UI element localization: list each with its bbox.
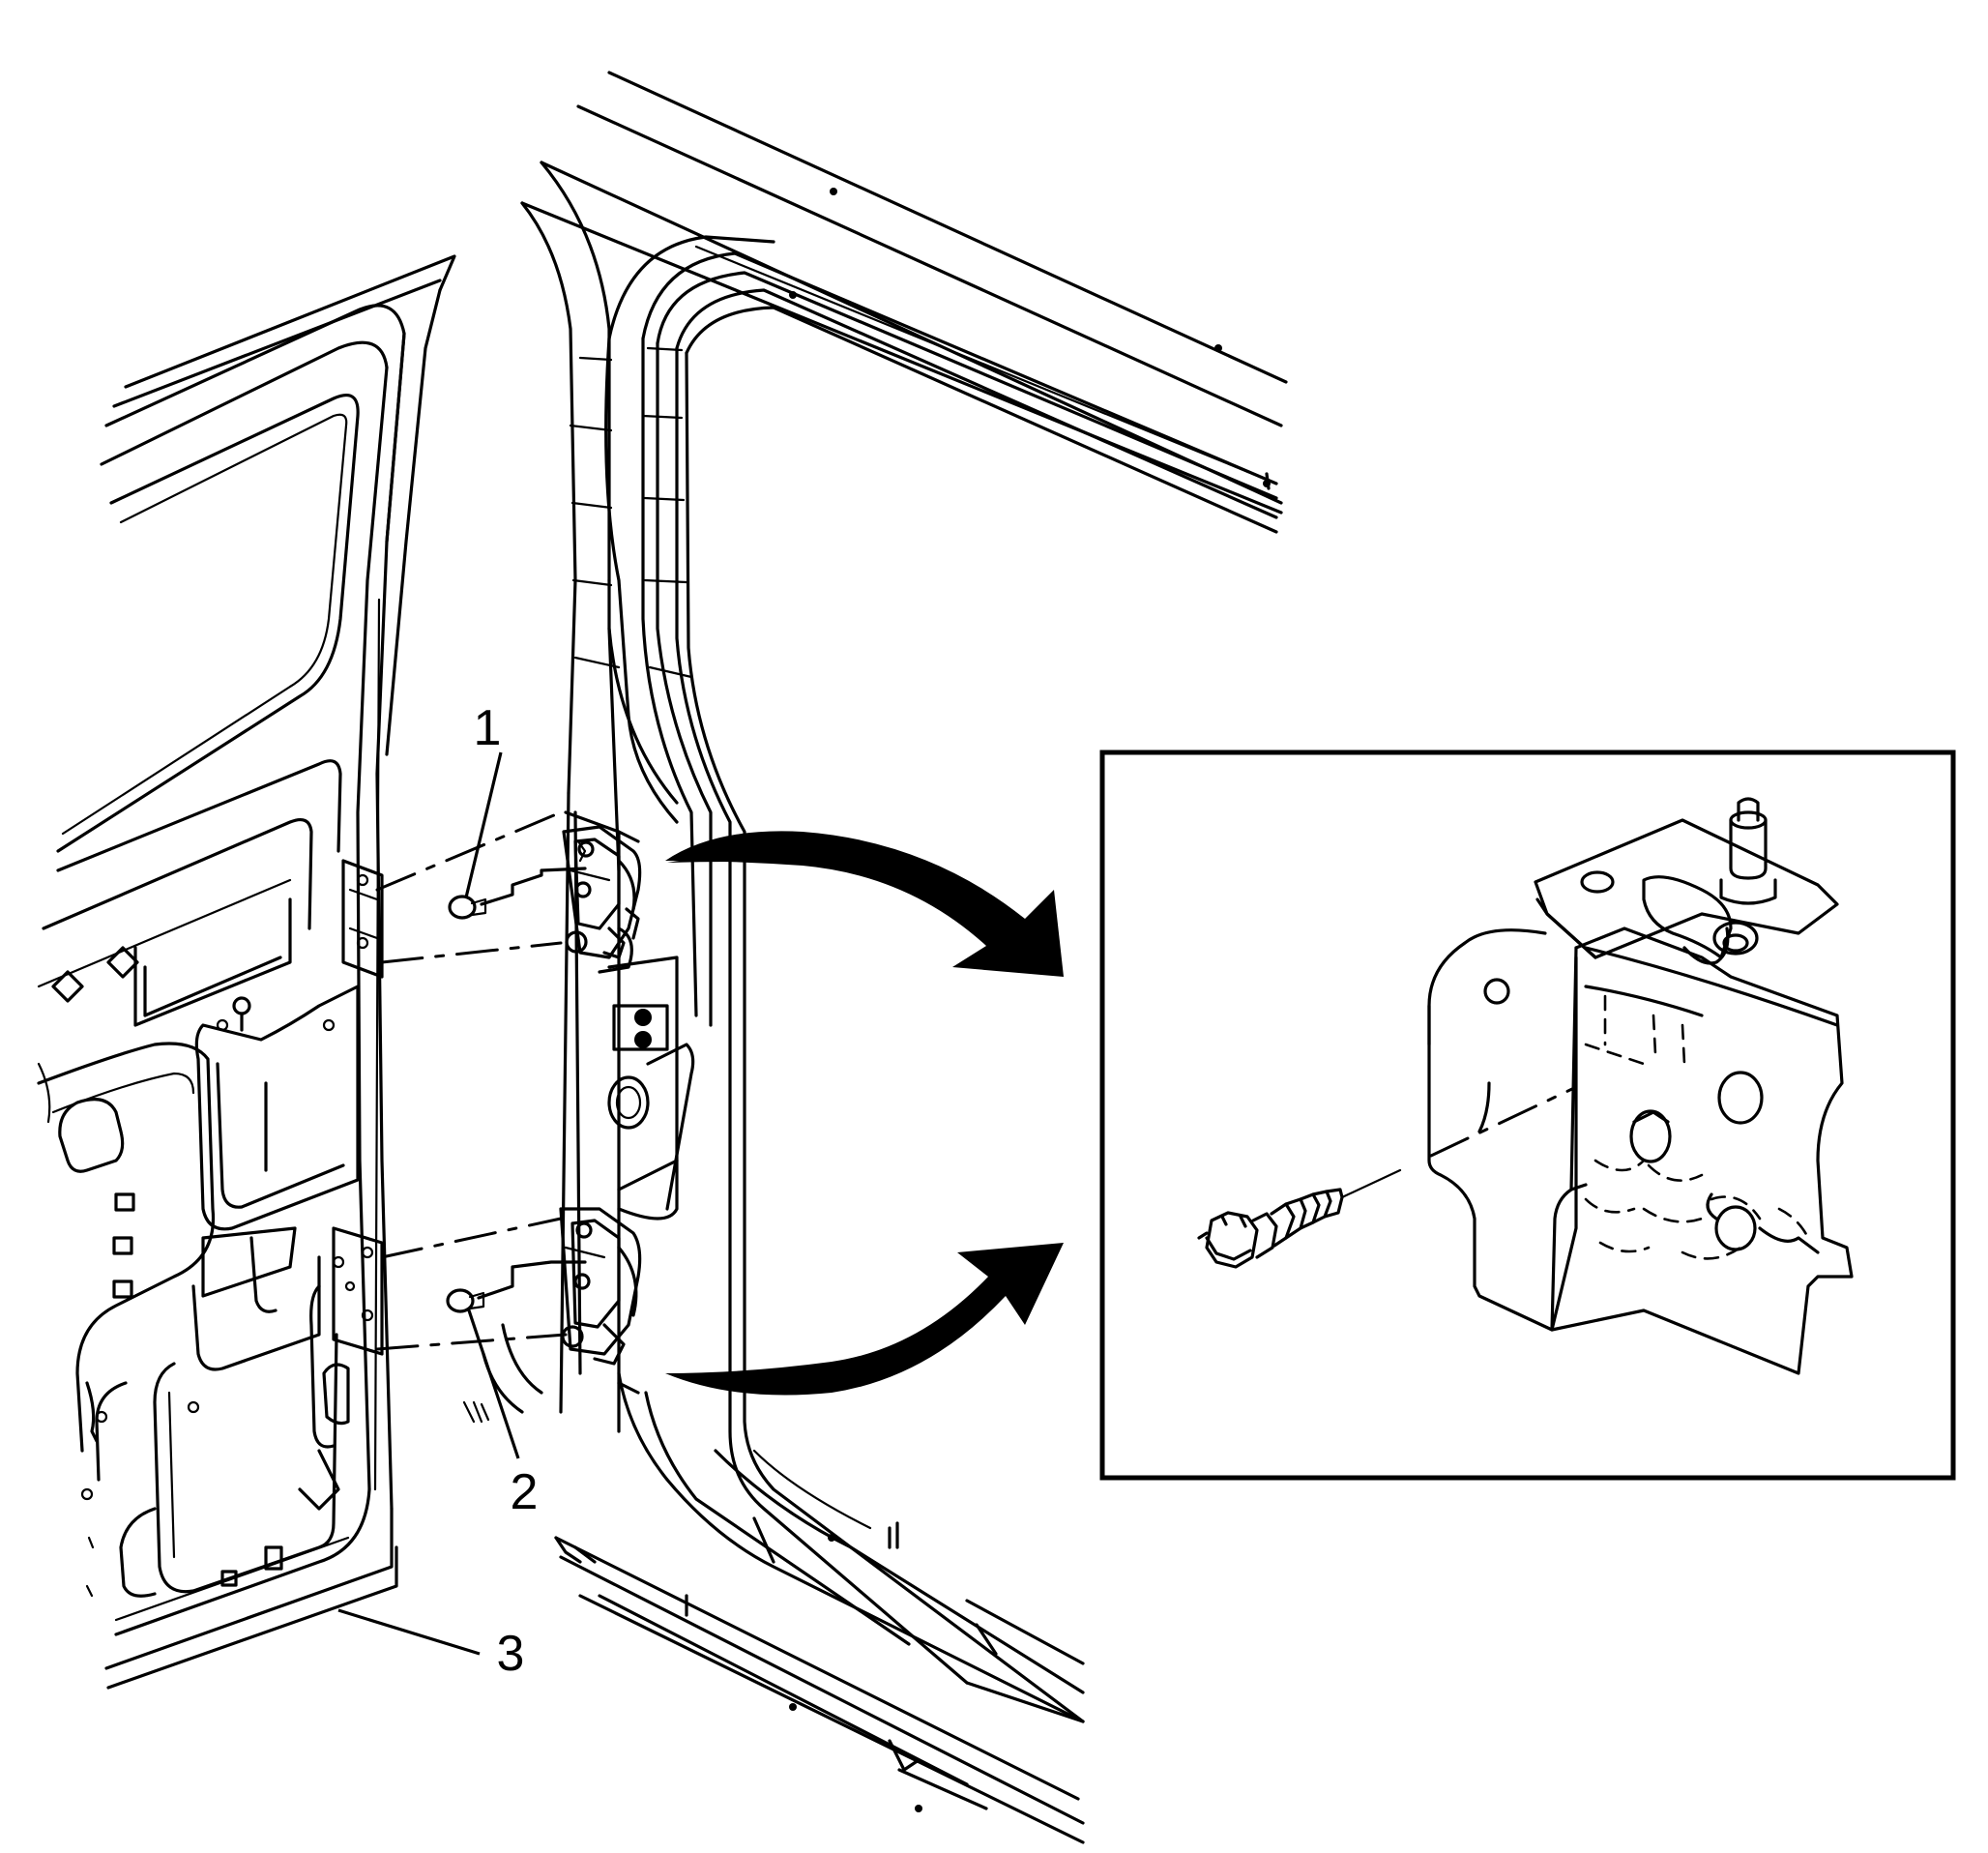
center-pillar <box>520 71 1288 1844</box>
upper-hinge-bolt-assembly <box>375 810 587 964</box>
detail-bolt-icon <box>1197 1086 1576 1269</box>
callout-label-2: 2 <box>511 1464 539 1520</box>
bolt-2-icon <box>446 1288 485 1313</box>
callout-3: 3 <box>337 1608 525 1682</box>
lower-door-hinge <box>462 1207 642 1424</box>
upper-curved-arrow-icon <box>665 831 1064 977</box>
callout-label-3: 3 <box>497 1626 525 1682</box>
rear-door-inner-panel <box>37 254 456 1690</box>
lower-hinge-bolt-assembly <box>375 1217 587 1351</box>
hinge-bolt-detail <box>1099 750 1956 1481</box>
callout-1: 1 <box>464 700 503 898</box>
bolt-1-icon <box>448 895 487 920</box>
callout-label-1: 1 <box>474 700 502 756</box>
upper-door-hinge <box>562 825 642 974</box>
lower-curved-arrow-icon <box>665 1243 1064 1396</box>
detail-hinge-icon <box>1427 797 1854 1375</box>
callout-2: 2 <box>466 1307 539 1520</box>
